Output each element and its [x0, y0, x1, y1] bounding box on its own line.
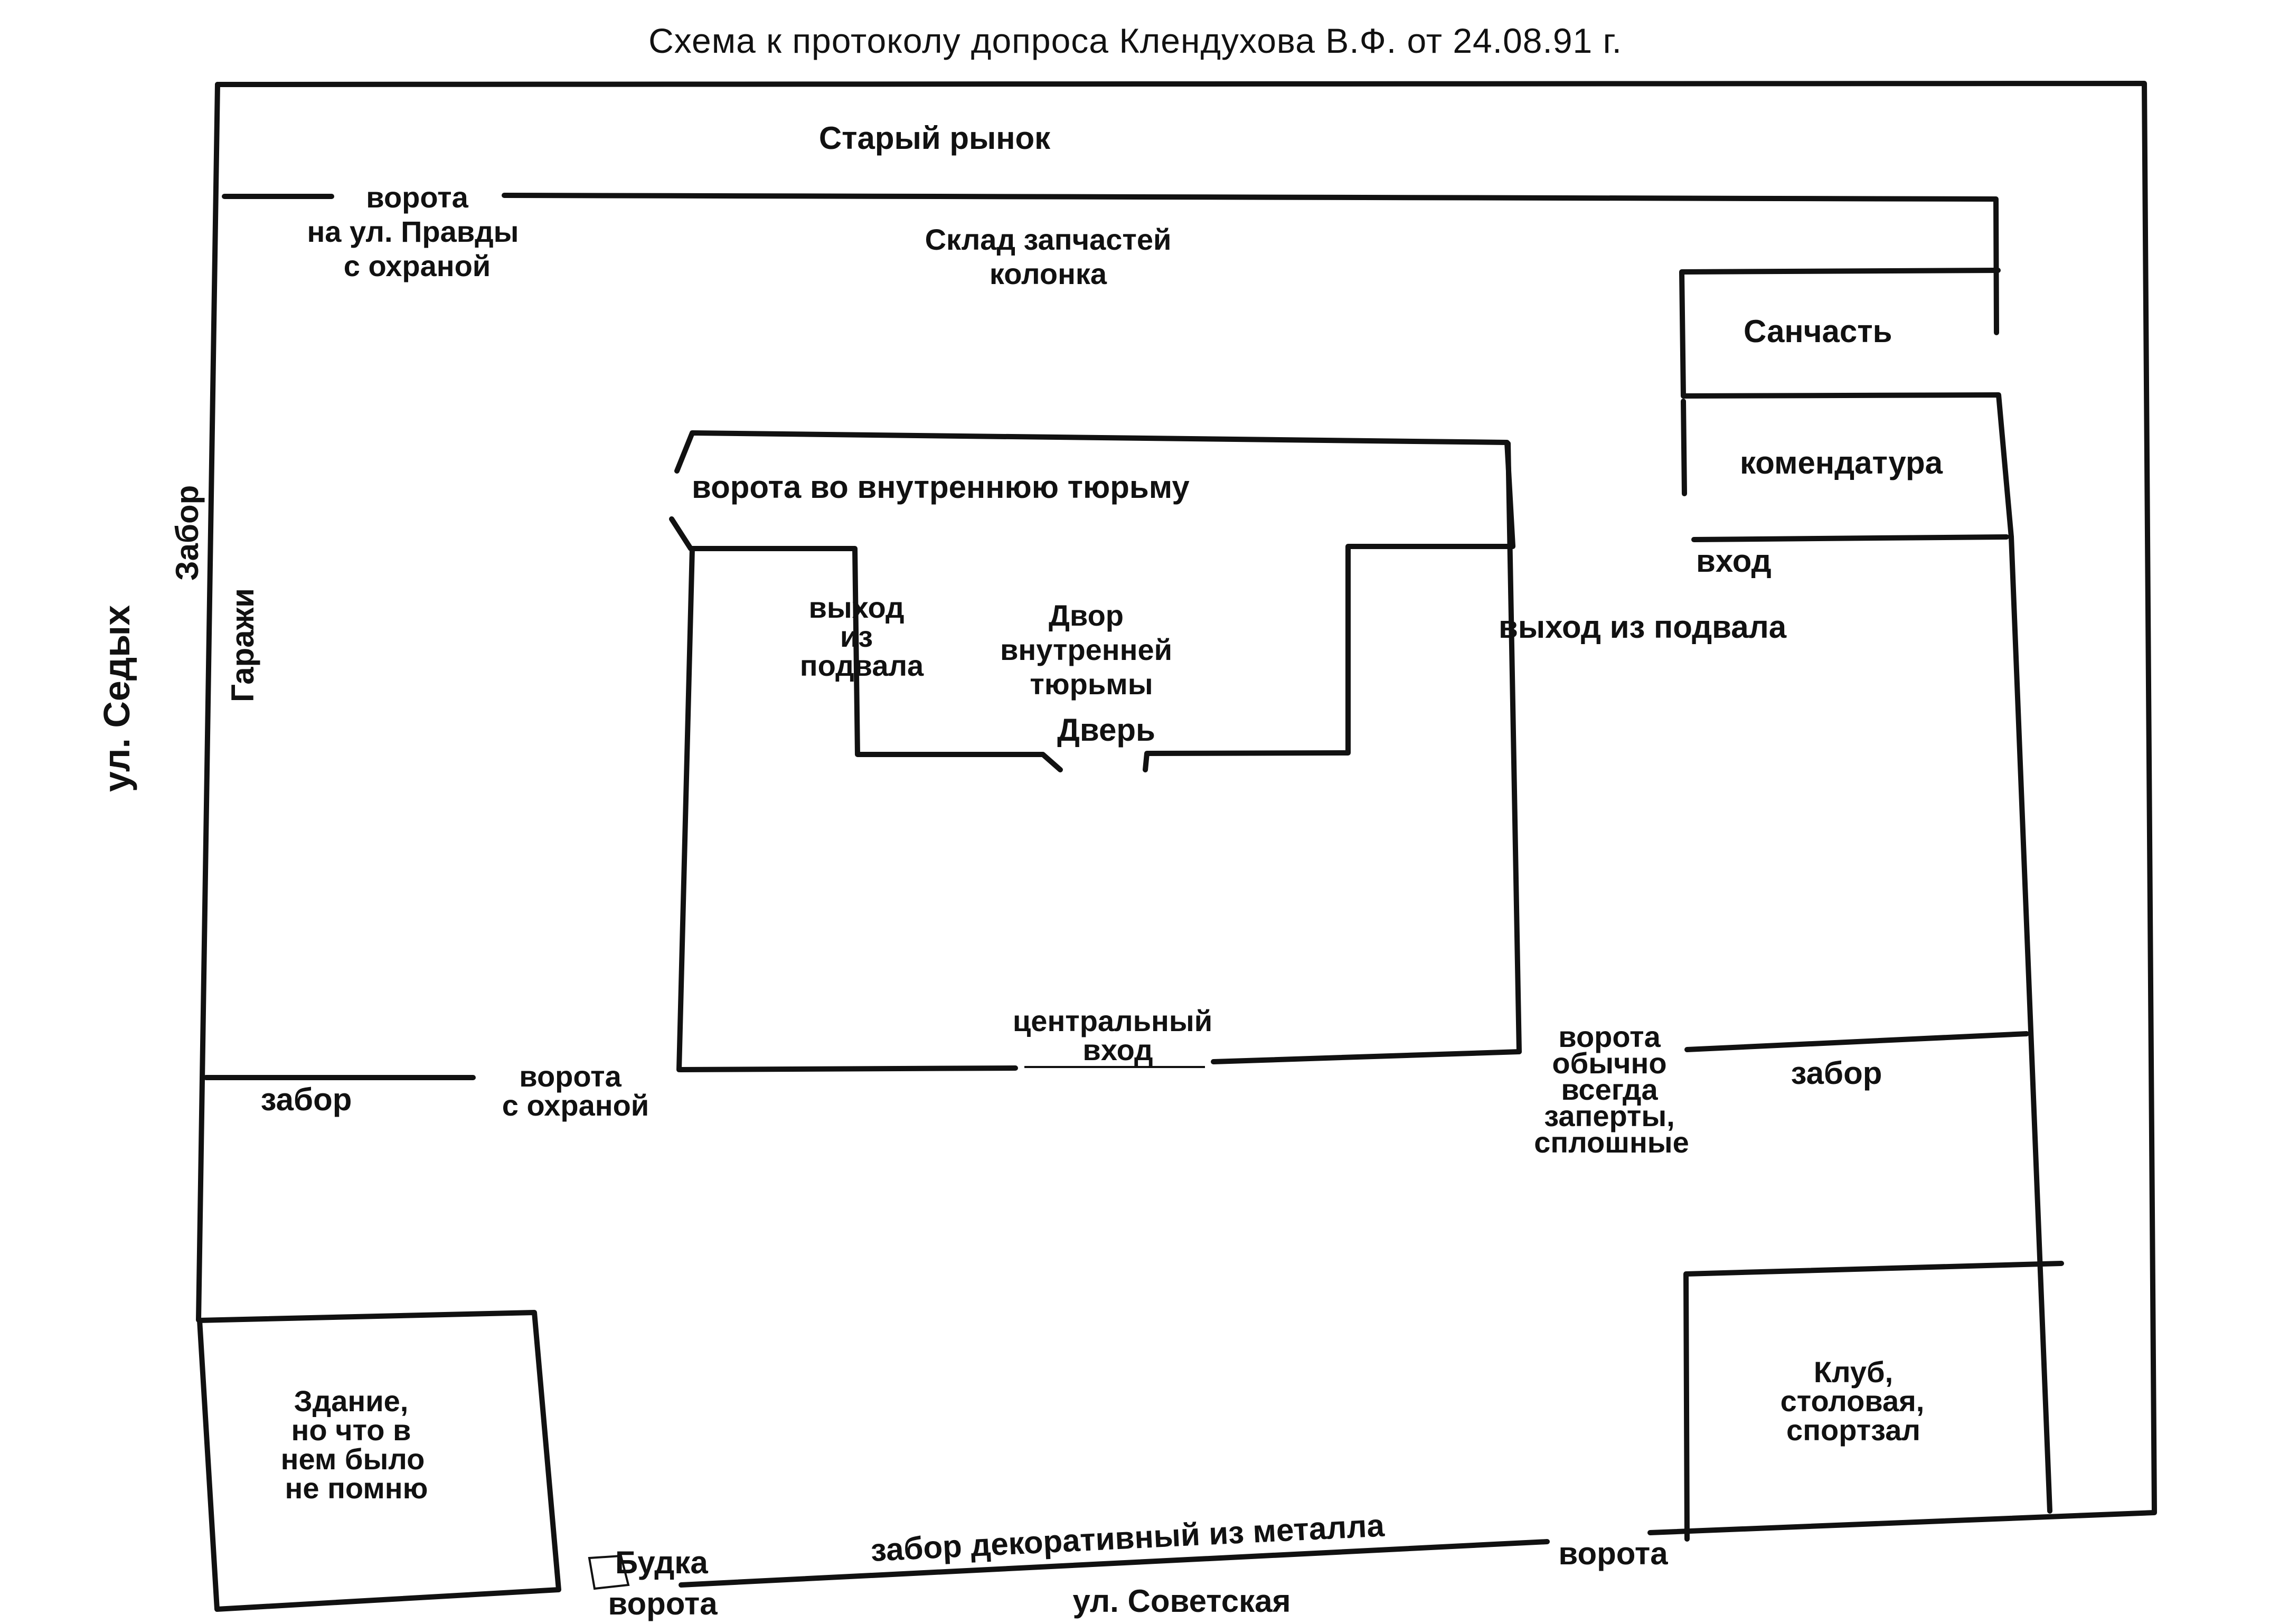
label-fence-left: Забор: [169, 485, 205, 581]
label-booth: Будка: [615, 1545, 708, 1580]
medical-commandant-block: [1679, 268, 2014, 542]
label-gate-bottom-right: ворота: [1558, 1536, 1668, 1571]
svg-text:обычно: обычно: [1552, 1046, 1666, 1080]
label-warehouse: Склад запчастей колонка: [925, 223, 1172, 290]
svg-text:выход: выход: [808, 591, 904, 624]
label-sovetskaya-street: ул. Советская: [1072, 1583, 1291, 1619]
svg-text:подвала: подвала: [800, 649, 924, 682]
label-basement-exit-right: выход из подвала: [1499, 609, 1787, 645]
svg-text:столовая,: столовая,: [1781, 1384, 1925, 1418]
svg-text:из: из: [840, 620, 873, 653]
label-building: Здание, но что в нем было не помню: [281, 1384, 428, 1505]
label-gate-pravdy: ворота на ул. Правды с охраной: [307, 181, 519, 282]
svg-text:колонка: колонка: [990, 257, 1107, 290]
svg-text:на ул. Правды: на ул. Правды: [307, 215, 519, 248]
label-decorative-fence: забор декоративный из металла: [870, 1507, 1385, 1568]
label-club: Клуб, столовая, спортзал: [1781, 1355, 1925, 1447]
label-inner-prison-gate: ворота во внутреннюю тюрьму: [692, 469, 1190, 505]
svg-text:не помню: не помню: [285, 1471, 428, 1505]
svg-text:тюрьмы: тюрьмы: [1030, 667, 1153, 701]
label-entrance: вход: [1696, 543, 1772, 579]
label-gate-guarded: ворота с охраной: [502, 1060, 649, 1122]
booth: [588, 1554, 630, 1590]
label-medical-unit: Санчасть: [1744, 314, 1892, 349]
middle-fences: [203, 1031, 2029, 1080]
svg-text:Двор: Двор: [1049, 599, 1124, 632]
diagram-title: Схема к протоколу допроса Клендухова В.Ф…: [648, 21, 1622, 60]
svg-text:нем было: нем было: [281, 1442, 425, 1476]
label-door: Дверь: [1057, 712, 1155, 748]
label-basement-exit-left: выход из подвала: [800, 591, 924, 682]
club-building: [1683, 1261, 2064, 1542]
label-yard: Двор внутренней тюрьмы: [1000, 599, 1172, 701]
svg-text:ворота: ворота: [366, 181, 468, 214]
svg-text:внутренней: внутренней: [1000, 633, 1172, 666]
inner-prison-building: [669, 430, 1522, 1072]
label-garages: Гаражи: [225, 588, 260, 702]
label-old-market: Старый рынок: [819, 120, 1051, 156]
label-commandant: комендатура: [1740, 445, 1943, 480]
old-market-line: [222, 193, 1999, 335]
svg-text:вход: вход: [1082, 1033, 1153, 1066]
svg-text:с охраной: с охраной: [344, 249, 491, 282]
unknown-building: [197, 1310, 561, 1612]
svg-text:Здание,: Здание,: [294, 1384, 409, 1418]
svg-text:сплошные: сплошные: [1534, 1126, 1689, 1159]
label-gate-right: ворота обычно всегда заперты, сплошные: [1534, 1020, 1689, 1159]
svg-text:Склад запчастей: Склад запчастей: [925, 223, 1172, 256]
svg-text:ворота: ворота: [519, 1060, 621, 1093]
svg-text:всегда: всегда: [1561, 1073, 1658, 1106]
svg-text:спортзал: спортзал: [1786, 1413, 1920, 1447]
right-inner-wall: [2009, 534, 2052, 1514]
label-sedykh-street: ул. Седых: [96, 605, 137, 792]
label-gate-bottom-left: ворота: [608, 1586, 718, 1621]
svg-text:заперты,: заперты,: [1544, 1099, 1675, 1132]
svg-text:центральный: центральный: [1013, 1004, 1212, 1037]
label-fence-right: забор: [1791, 1055, 1882, 1091]
label-fence-lower-left: забор: [261, 1082, 352, 1117]
svg-text:с охраной: с охраной: [502, 1089, 649, 1122]
svg-text:ворота: ворота: [1558, 1020, 1661, 1053]
svg-text:но что в: но что в: [291, 1413, 411, 1447]
outer-boundary: [196, 81, 2157, 1588]
svg-text:Клуб,: Клуб,: [1814, 1355, 1893, 1389]
label-central-entrance: центральный вход: [1013, 1004, 1212, 1066]
